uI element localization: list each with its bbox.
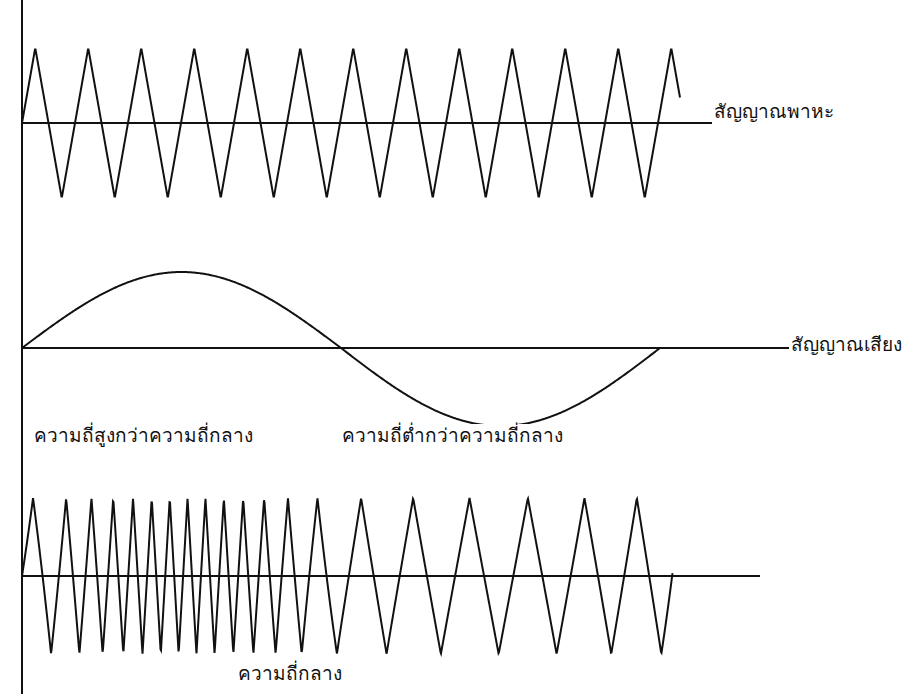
region-label: ความถี่กลาง: [236, 662, 344, 685]
audio-axis: [22, 347, 790, 349]
carrier-wave: [22, 49, 680, 196]
region-label: ความถี่ต่ำกว่าความถี่กลาง: [340, 424, 565, 447]
audio-wave: [22, 272, 660, 426]
region-label: ความถี่สูงกว่าความถี่กลาง: [32, 424, 255, 447]
signal-name: สัญญาณเสียง: [789, 333, 904, 356]
signal-name: สัญญาณพาหะ: [712, 100, 836, 123]
fm-wave: [22, 498, 673, 654]
